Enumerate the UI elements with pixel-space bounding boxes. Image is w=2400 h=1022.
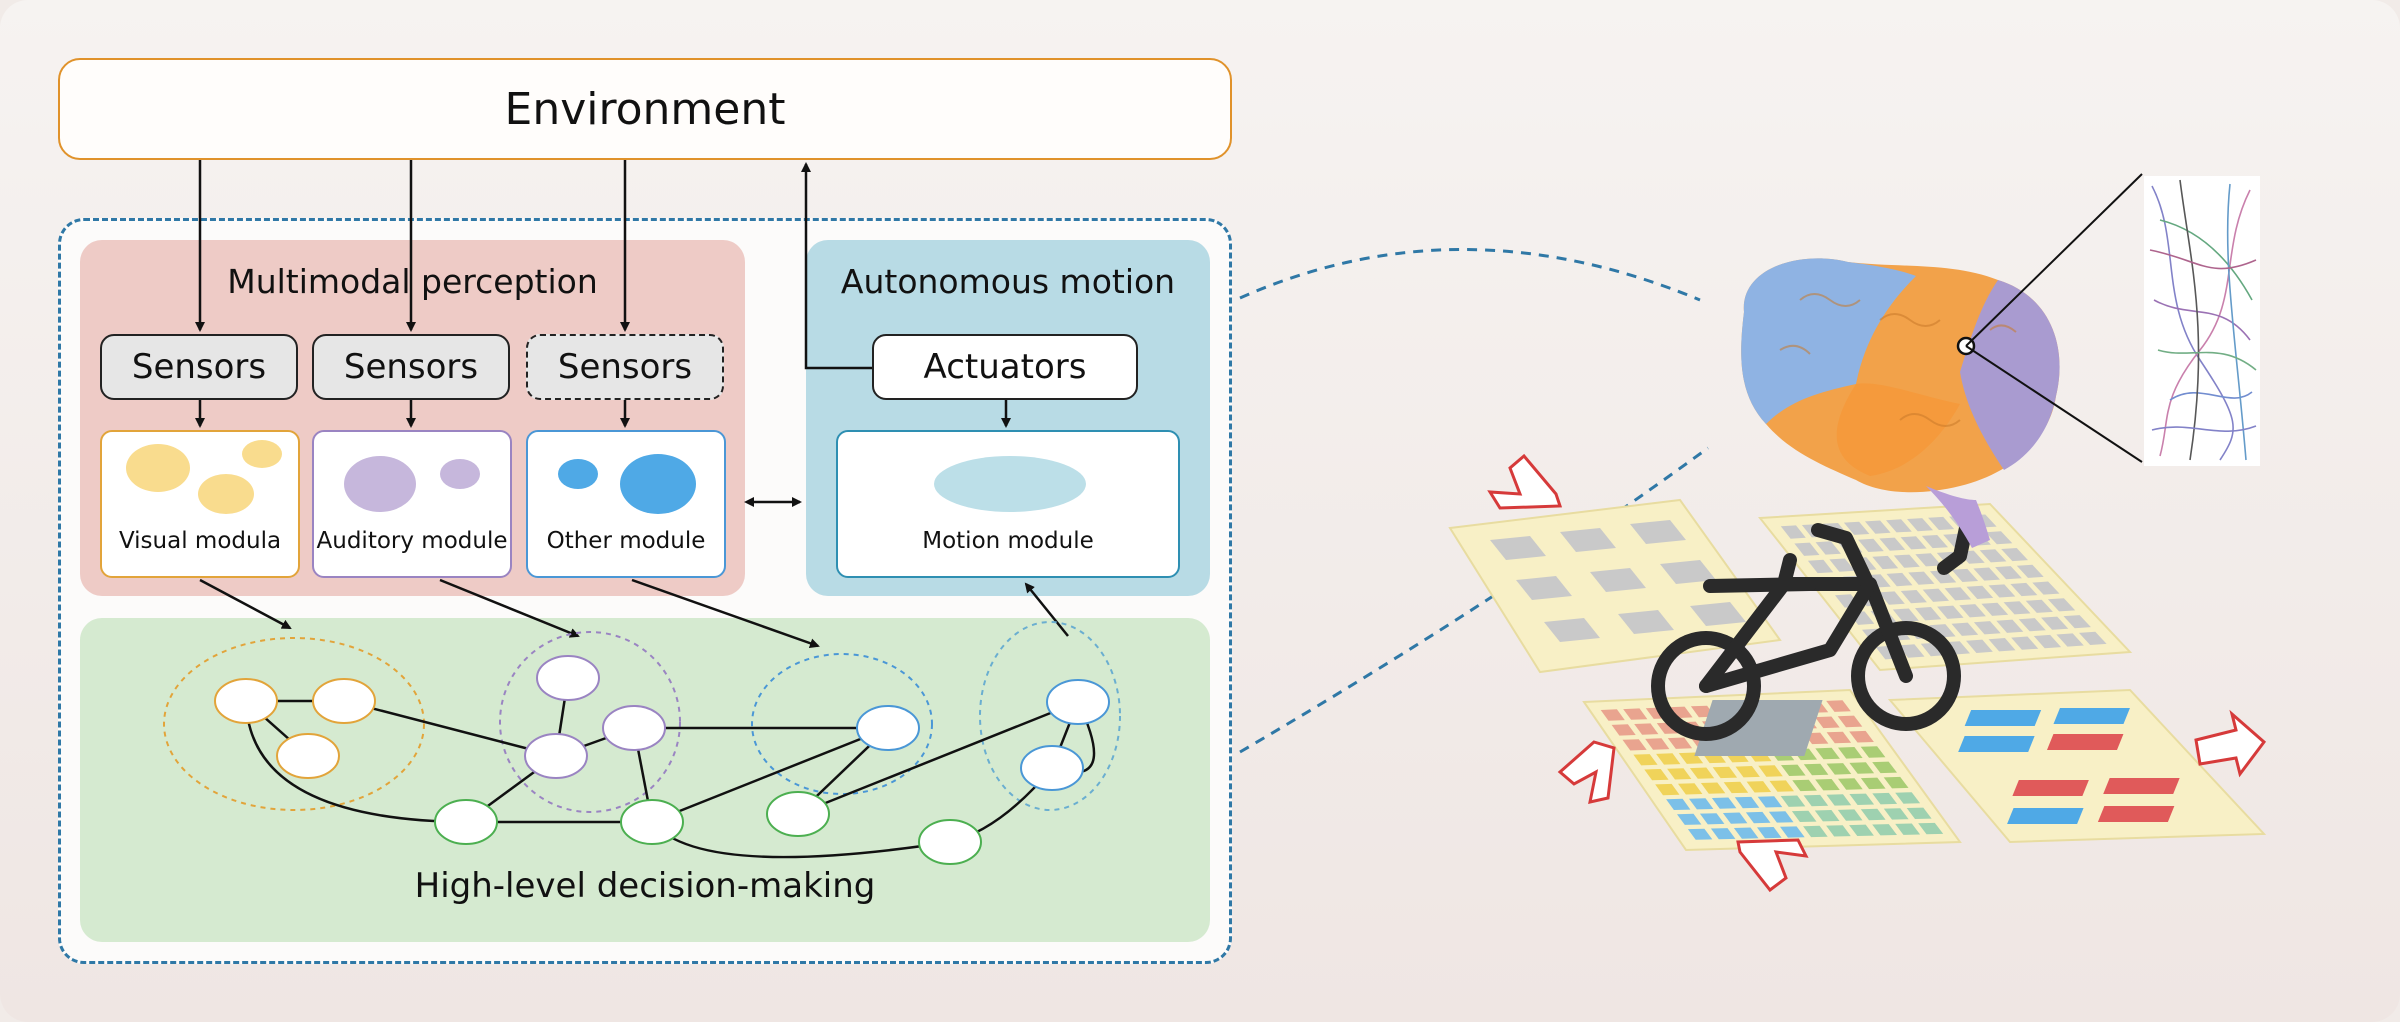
grid-tile-icon — [1760, 504, 2130, 670]
actuators-box: Actuators — [872, 334, 1138, 400]
visual-module-blobs — [102, 432, 302, 580]
red-arrow-icon — [1490, 456, 2264, 890]
sensor-label: Sensors — [344, 347, 478, 387]
environment-box: Environment — [58, 58, 1232, 160]
other-module-blobs — [528, 432, 728, 580]
visual-module-label: Visual modula — [102, 528, 298, 554]
grid-tile-icon — [1450, 500, 1780, 672]
other-module: Other module — [526, 430, 726, 578]
decision-making-title: High-level decision-making — [80, 866, 1210, 906]
motion-module: Motion module — [836, 430, 1180, 578]
grid-tile-icon — [1584, 690, 1960, 850]
bicycle-icon — [1658, 528, 1966, 734]
auditory-module-blobs — [314, 432, 514, 580]
motion-module-blob — [838, 432, 1182, 580]
brain-probe-point — [1958, 338, 1974, 354]
brain-icon — [1741, 174, 2142, 548]
auditory-module: Auditory module — [312, 430, 512, 578]
zoom-connector-top — [1240, 249, 1700, 300]
visual-module: Visual modula — [100, 430, 300, 578]
visual-sensor-box: Sensors — [100, 334, 298, 400]
sensor-label: Sensors — [132, 347, 266, 387]
perception-title: Multimodal perception — [80, 262, 745, 301]
other-sensor-box: Sensors — [526, 334, 724, 400]
neuron-tracing-icon — [2144, 176, 2260, 466]
grid-tile-icon — [1694, 690, 2264, 842]
motion-title: Autonomous motion — [806, 262, 1210, 301]
actuators-label: Actuators — [924, 347, 1087, 387]
sensor-label: Sensors — [558, 347, 692, 387]
zoom-connector-bottom — [1240, 448, 1708, 752]
embodied-illustration — [1450, 174, 2264, 890]
other-module-label: Other module — [528, 528, 724, 554]
environment-label: Environment — [505, 84, 786, 135]
motion-module-label: Motion module — [838, 528, 1178, 554]
auditory-sensor-box: Sensors — [312, 334, 510, 400]
auditory-module-label: Auditory module — [314, 528, 510, 554]
